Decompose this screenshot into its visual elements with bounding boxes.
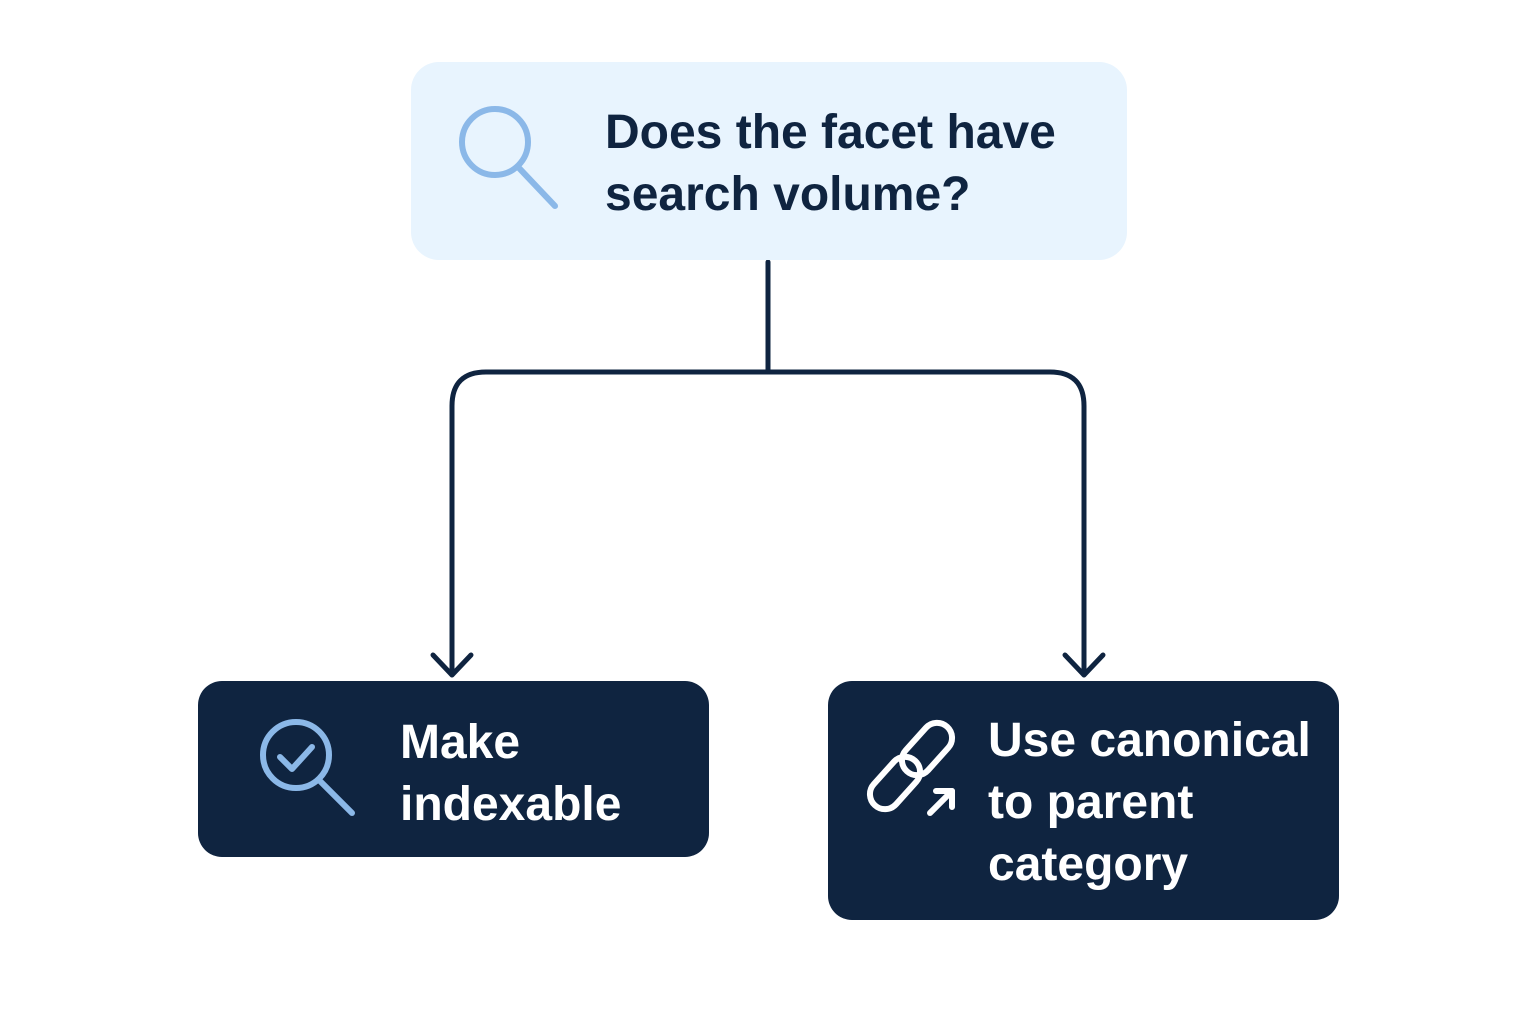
arrowhead-left bbox=[430, 652, 474, 678]
outcome-yes-text: Make indexable bbox=[400, 712, 621, 836]
search-check-icon bbox=[256, 715, 360, 819]
outcome-yes-line-1: Make bbox=[400, 716, 521, 769]
outcome-no-line-2: to parent bbox=[988, 776, 1194, 829]
outcome-yes-line-2: indexable bbox=[400, 778, 622, 831]
outcome-use-canonical: Use canonical to parent category bbox=[828, 681, 1339, 920]
question-line-1: Does the facet have bbox=[605, 106, 1056, 159]
question-text: Does the facet have search volume? bbox=[605, 102, 1056, 226]
connector-left-branch bbox=[449, 369, 771, 675]
link-arrow-icon bbox=[866, 715, 966, 821]
search-icon bbox=[455, 102, 565, 212]
question-node: Does the facet have search volume? bbox=[411, 62, 1127, 260]
outcome-no-text: Use canonical to parent category bbox=[988, 710, 1311, 896]
outcome-no-line-3: category bbox=[988, 838, 1189, 891]
arrowhead-right bbox=[1062, 652, 1106, 678]
question-line-2: search volume? bbox=[605, 168, 971, 221]
outcome-no-line-1: Use canonical bbox=[988, 714, 1311, 767]
outcome-make-indexable: Make indexable bbox=[198, 681, 709, 857]
connector-right-branch bbox=[765, 369, 1087, 675]
